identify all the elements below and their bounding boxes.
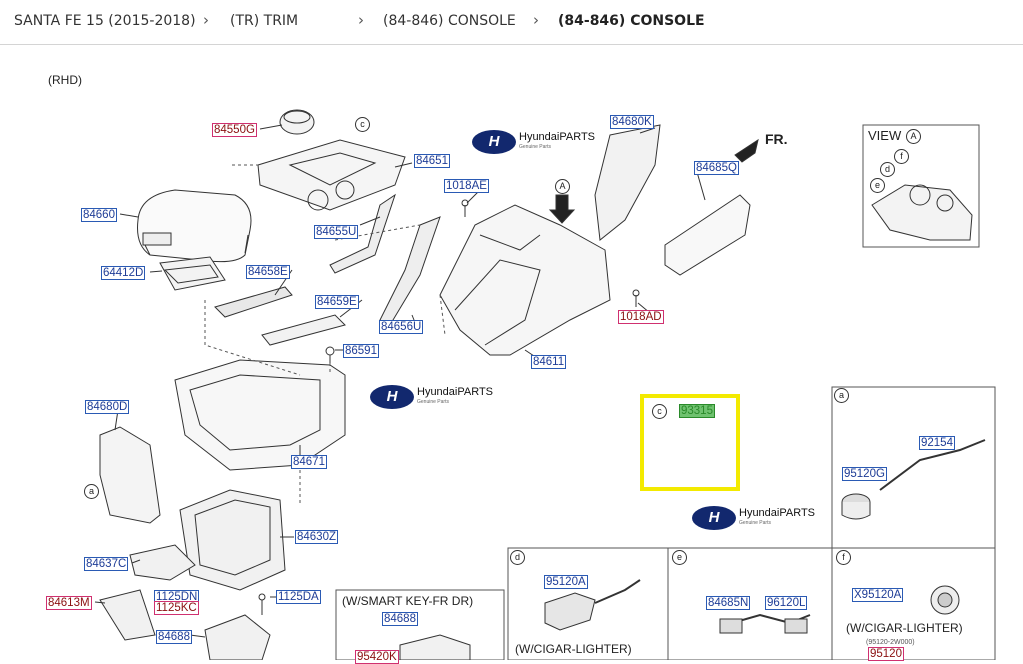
part-label-84655U[interactable]: 84655U	[314, 225, 359, 239]
view-label: VIEW	[868, 128, 902, 143]
breadcrumb-model[interactable]: SANTA FE 15 (2015-2018)	[14, 13, 196, 29]
chevron-right-icon: ›	[358, 11, 364, 29]
part-label-84659E[interactable]: 84659E	[315, 295, 359, 309]
part-label-84688[interactable]: 84688	[382, 612, 418, 626]
hyundai-emblem-icon	[692, 506, 736, 530]
variant-label: (RHD)	[48, 73, 82, 87]
callout-marker: f	[836, 550, 851, 565]
part-label-84611[interactable]: 84611	[531, 355, 567, 369]
part-label-84658E[interactable]: 84658E	[246, 265, 290, 279]
callout-marker: c	[652, 404, 667, 419]
part-label-X95120A[interactable]: X95120A	[852, 588, 904, 602]
callout-marker: A	[555, 179, 570, 194]
part-label-1125DA[interactable]: 1125DA	[276, 590, 321, 604]
part-label-84613M[interactable]: 84613M	[46, 596, 92, 610]
callout-marker: e	[870, 178, 885, 193]
part-label-84550G[interactable]: 84550G	[212, 123, 257, 137]
callout-marker: d	[880, 162, 895, 177]
breadcrumb-current: (84-846) CONSOLE	[558, 13, 705, 29]
hyundai-emblem-icon	[472, 130, 516, 154]
part-label-93315[interactable]: 93315	[679, 404, 715, 418]
part-label-95120G[interactable]: 95120G	[842, 467, 887, 481]
part-label-84660[interactable]: 84660	[81, 208, 117, 222]
front-direction-label: FR.	[765, 131, 788, 147]
part-label-1018AE[interactable]: 1018AE	[444, 179, 489, 193]
variant-note: (W/CIGAR-LIGHTER)	[515, 642, 632, 656]
part-label-84680K[interactable]: 84680K	[610, 115, 654, 129]
breadcrumb-group[interactable]: (TR) TRIM	[230, 13, 299, 29]
part-label-95120A[interactable]: 95120A	[544, 575, 588, 589]
part-label-92154[interactable]: 92154	[919, 436, 955, 450]
callout-marker: e	[672, 550, 687, 565]
variant-note: (W/SMART KEY-FR DR)	[342, 594, 474, 608]
part-label-96120L[interactable]: 96120L	[765, 596, 808, 610]
callout-marker: f	[894, 149, 909, 164]
part-label-84651[interactable]: 84651	[414, 154, 450, 168]
callout-marker: d	[510, 550, 525, 565]
part-label-84680D[interactable]: 84680D	[85, 400, 130, 414]
part-label-84685Q[interactable]: 84685Q	[694, 161, 739, 175]
callout-marker: A	[906, 129, 921, 144]
callout-marker: c	[355, 117, 370, 132]
callout-marker: a	[84, 484, 99, 499]
part-label-1018AD[interactable]: 1018AD	[618, 310, 664, 324]
part-label-95120[interactable]: 95120	[868, 647, 904, 661]
part-label-84688[interactable]: 84688	[156, 630, 192, 644]
breadcrumb-subgroup[interactable]: (84-846) CONSOLE	[383, 13, 516, 29]
part-label-1125KC[interactable]: 1125KC	[154, 601, 199, 615]
part-label-84637C[interactable]: 84637C	[84, 557, 129, 571]
part-label-84671[interactable]: 84671	[291, 455, 327, 469]
chevron-right-icon: ›	[203, 11, 209, 29]
callout-marker: a	[834, 388, 849, 403]
variant-note: (95120-2W000)	[866, 639, 915, 646]
chevron-right-icon: ›	[533, 11, 539, 29]
part-label-84685N[interactable]: 84685N	[706, 596, 751, 610]
part-label-64412D[interactable]: 64412D	[101, 266, 146, 280]
part-label-86591[interactable]: 86591	[343, 344, 379, 358]
part-label-84630Z[interactable]: 84630Z	[295, 530, 339, 544]
part-label-84656U[interactable]: 84656U	[379, 320, 424, 334]
diagram-drawing	[94, 109, 996, 660]
variant-note: (W/CIGAR-LIGHTER)	[846, 621, 963, 635]
part-label-95420K[interactable]: 95420K	[355, 650, 399, 664]
hyundai-emblem-icon	[370, 385, 414, 409]
breadcrumb: SANTA FE 15 (2015-2018) › (TR) TRIM › (8…	[0, 0, 1023, 45]
